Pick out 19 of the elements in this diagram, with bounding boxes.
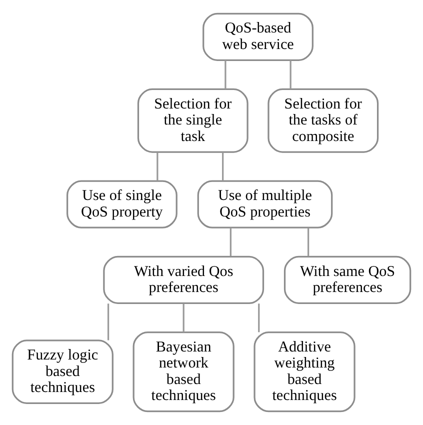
connector	[107, 304, 110, 340]
connector	[156, 152, 158, 181]
connector	[224, 60, 226, 89]
node-box: Additive weighting based techniques	[254, 331, 356, 412]
connector	[258, 304, 260, 332]
connector	[222, 152, 224, 181]
connector	[308, 228, 310, 256]
node-box: Selection for the tasks of composite	[268, 88, 379, 153]
node-box: With varied Qos preferences	[103, 256, 264, 304]
node-box: Use of multiple QoS properties	[197, 180, 333, 228]
node-box: Bayesian network based techniques	[132, 331, 234, 412]
node-box: With same QoS preferences	[284, 256, 412, 304]
connector	[230, 228, 232, 256]
node-box: Selection for the single task	[137, 88, 248, 153]
node-box: Fuzzy logic based techniques	[12, 340, 114, 404]
node-box: Use of single QoS property	[66, 180, 178, 228]
connector	[290, 60, 292, 89]
node-box: QoS-based web service	[202, 12, 314, 61]
connector	[182, 304, 184, 332]
